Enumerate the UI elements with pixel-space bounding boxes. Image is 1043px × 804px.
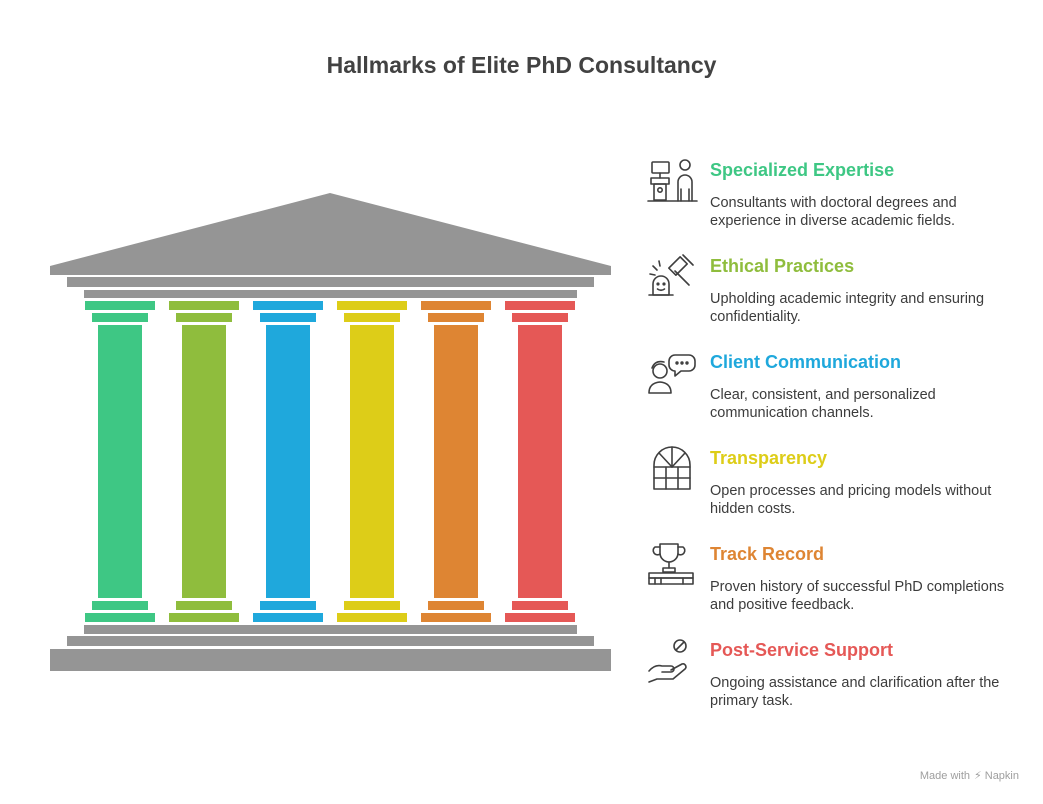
column-base-top (344, 601, 400, 610)
column-3 (253, 301, 323, 622)
gavel-judge-icon (648, 254, 694, 296)
column-capital-bottom (176, 313, 232, 322)
column-base-top (428, 601, 484, 610)
hallmark-heading: Ethical Practices (710, 256, 855, 276)
napkin-brand-text: Napkin (984, 770, 1019, 782)
column-base-bottom (421, 613, 491, 622)
trophy-books-icon (648, 543, 694, 585)
column-6 (505, 301, 575, 622)
column-capital-top (85, 301, 155, 310)
napkin-logo-icon: ⚡ (974, 770, 982, 782)
hallmark-heading: Post-Service Support (710, 640, 894, 660)
hallmark-description: Ongoing assistance and clarification aft… (710, 675, 1000, 709)
window-icon (653, 446, 691, 490)
column-2 (169, 301, 239, 622)
column-capital-top (505, 301, 575, 310)
hallmark-heading: Specialized Expertise (710, 160, 895, 180)
column-capital-bottom (512, 313, 568, 322)
column-base-bottom (505, 613, 575, 622)
column-shaft (434, 325, 478, 598)
base-step-3 (50, 649, 611, 671)
column-capital-top (421, 301, 491, 310)
column-shaft (266, 325, 310, 598)
column-base-bottom (85, 613, 155, 622)
hallmark-description: Consultants with doctoral degrees and ex… (710, 195, 957, 229)
made-with-text: Made with (919, 770, 971, 782)
temple-roof (50, 193, 611, 275)
column-shaft (98, 325, 142, 598)
hallmark-description: Upholding academic integrity and ensurin… (710, 291, 985, 325)
hand-support-icon (648, 639, 687, 683)
hallmark-heading: Track Record (710, 544, 825, 564)
column-capital-bottom (344, 313, 400, 322)
column-4 (337, 301, 407, 622)
column-1 (85, 301, 155, 622)
column-capital-bottom (92, 313, 148, 322)
roof-step-1 (67, 277, 594, 287)
footer-credit: Made with⚡Napkin (920, 769, 1019, 782)
column-capital-top (169, 301, 239, 310)
hallmark-description: Clear, consistent, and personalized comm… (710, 387, 936, 421)
hallmark-description: Open processes and pricing models withou… (710, 483, 992, 517)
hallmark-heading: Client Communication (710, 352, 902, 372)
temple-illustration (50, 193, 611, 671)
hallmark-heading: Transparency (710, 448, 828, 468)
roof-step-2 (84, 290, 577, 298)
hallmark-description: Proven history of successful PhD complet… (710, 579, 1005, 613)
column-shaft (518, 325, 562, 598)
column-base-top (512, 601, 568, 610)
base-step-2 (67, 636, 594, 646)
column-base-bottom (253, 613, 323, 622)
diagram-title: Hallmarks of Elite PhD Consultancy (326, 52, 717, 78)
column-base-top (176, 601, 232, 610)
column-base-bottom (337, 613, 407, 622)
person-speech-bubble-icon (648, 354, 696, 394)
column-5 (421, 301, 491, 622)
column-capital-top (337, 301, 407, 310)
column-capital-top (253, 301, 323, 310)
consultant-presenter-icon (647, 159, 698, 202)
column-base-bottom (169, 613, 239, 622)
base-step-1 (84, 625, 577, 634)
column-shaft (182, 325, 226, 598)
column-base-top (92, 601, 148, 610)
column-capital-bottom (428, 313, 484, 322)
column-shaft (350, 325, 394, 598)
column-capital-bottom (260, 313, 316, 322)
column-base-top (260, 601, 316, 610)
